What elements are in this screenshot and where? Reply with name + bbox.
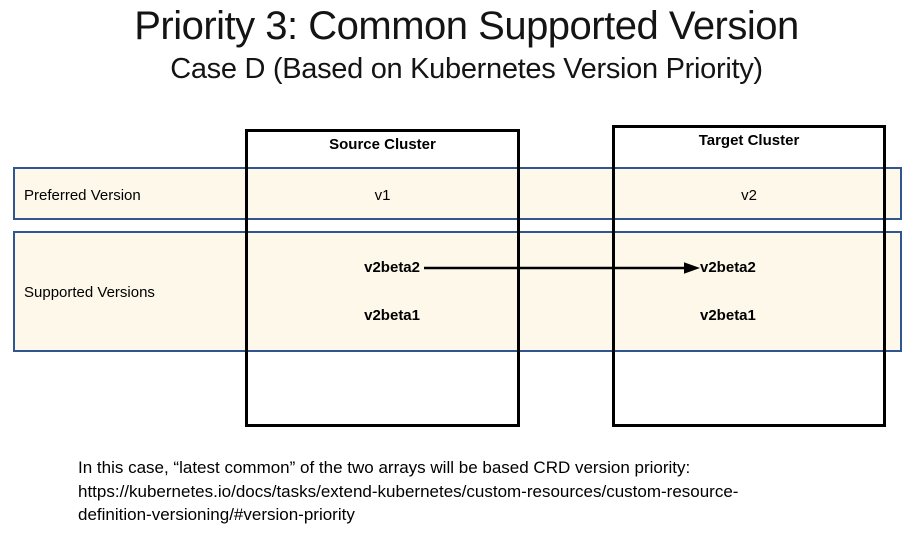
footnote-line-3: definition-versioning/#version-priority: [78, 505, 355, 524]
source-supported-version-v2beta2: v2beta2: [364, 259, 420, 276]
footnote-line-2: https://kubernetes.io/docs/tasks/extend-…: [78, 481, 739, 501]
slide-subtitle: Case D (Based on Kubernetes Version Prio…: [170, 53, 763, 85]
supported-versions-label: Supported Versions: [24, 284, 155, 301]
footnote: In this case, “latest common” of the two…: [78, 456, 838, 527]
preferred-version-label: Preferred Version: [24, 187, 141, 204]
preferred-version-row: [13, 167, 902, 220]
version-mapping-arrow-icon: [424, 262, 700, 274]
source-supported-version-v2beta1: v2beta1: [364, 307, 420, 324]
source-cluster-box: [245, 129, 520, 427]
target-cluster-box: [612, 125, 886, 427]
footnote-line-1: In this case, “latest common” of the two…: [78, 458, 691, 477]
source-preferred-version: v1: [374, 187, 391, 204]
target-supported-version-v2beta1: v2beta1: [700, 307, 756, 324]
target-cluster-header: Target Cluster: [698, 132, 800, 149]
slide-title: Priority 3: Common Supported Version: [134, 4, 799, 48]
target-preferred-version: v2: [741, 187, 757, 204]
target-supported-version-v2beta2: v2beta2: [700, 259, 756, 276]
source-cluster-header: Source Cluster: [329, 136, 436, 153]
supported-versions-row: [13, 231, 902, 352]
